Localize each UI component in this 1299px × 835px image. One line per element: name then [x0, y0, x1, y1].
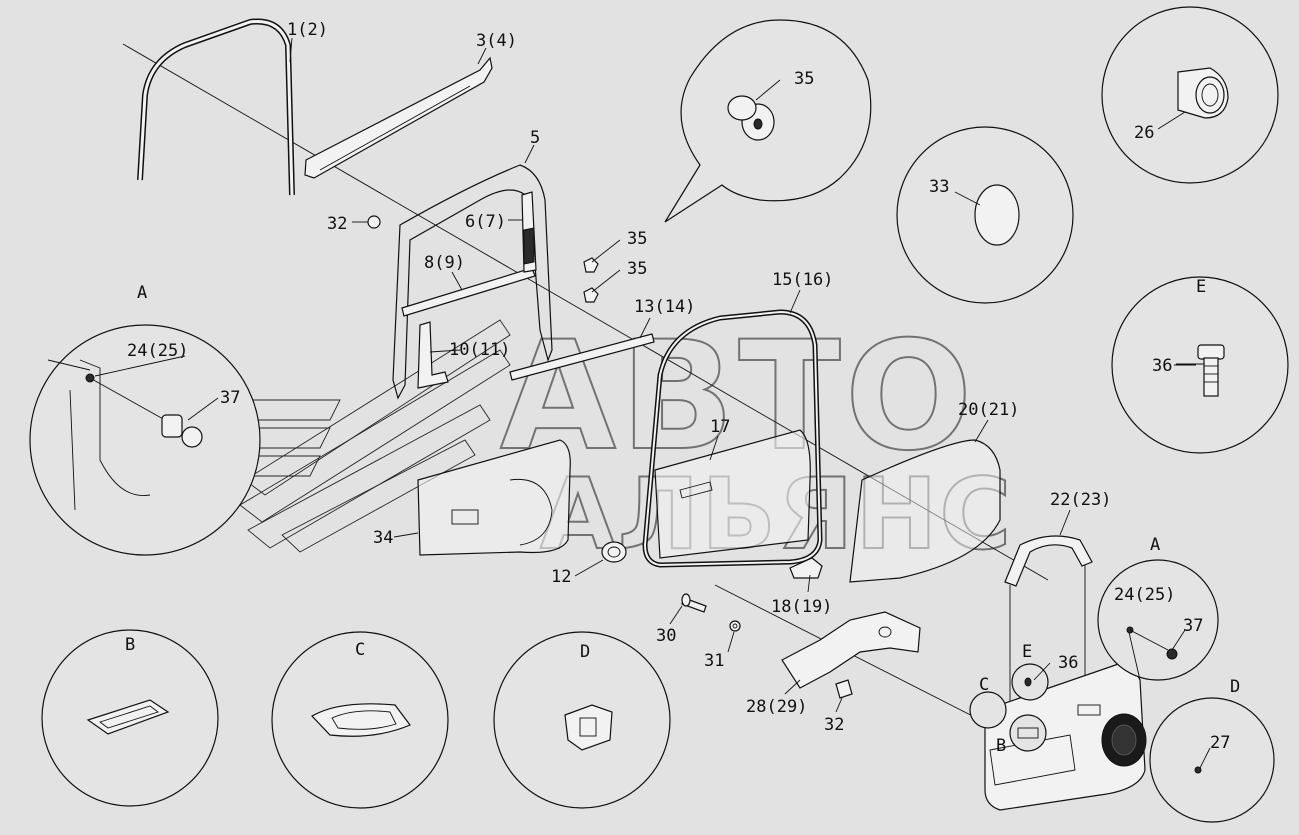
detail-circle-D-right [1149, 697, 1275, 823]
callout-13: 13(14) [634, 297, 695, 317]
callout-36-circle: 36 [1152, 356, 1172, 376]
view-label-E-door: E [1022, 642, 1032, 662]
callout-24-left: 24(25) [127, 341, 188, 361]
view-label-A-left: A [137, 283, 147, 303]
callout-32-bottom: 32 [824, 715, 844, 735]
part-bracket-18 [789, 557, 823, 579]
callout-37-left: 37 [220, 388, 240, 408]
part-glass-channel [521, 191, 537, 273]
callout-15: 15(16) [772, 270, 833, 290]
clip-35-drawing [727, 95, 775, 141]
callout-30: 30 [656, 626, 676, 646]
part-grommet-12 [601, 541, 627, 563]
part-screw-30 [681, 593, 707, 613]
callout-labels: 1(2) 3(4) 5 6(7) 32 35 35 8(9) 10(11) 13… [127, 20, 1230, 753]
callout-35-bubble: 35 [794, 69, 814, 89]
callout-22: 22(23) [1050, 490, 1111, 510]
part-inner-sheet [654, 429, 811, 559]
callout-6: 6(7) [465, 212, 506, 232]
detail-circle-E-right [1111, 276, 1289, 454]
view-label-D-right: D [1230, 677, 1240, 697]
callout-35-lower: 35 [627, 259, 647, 279]
detail-circle-E-small [1011, 663, 1049, 701]
callout-12: 12 [551, 567, 571, 587]
part-opening-seal [642, 309, 823, 568]
callout-37-right: 37 [1183, 616, 1203, 636]
detail-circle-B-left [41, 629, 219, 807]
detail-circle-33 [896, 126, 1074, 304]
callout-1: 1(2) [287, 20, 328, 40]
callout-24-right: 24(25) [1114, 585, 1175, 605]
part-door-frame-seal [137, 18, 295, 196]
part-trim-board [417, 439, 571, 556]
leader-lines [94, 37, 1211, 769]
detail-circle-A-left [29, 324, 261, 556]
detail-circle-26 [1101, 6, 1279, 184]
view-label-C-door: C [979, 675, 989, 695]
callout-36-door: 36 [1058, 653, 1078, 673]
part-trim-28 [781, 611, 921, 689]
callout-33: 33 [929, 177, 949, 197]
view-labels: A B C D E A D E C B [125, 277, 1240, 756]
part-clip-32-top [367, 215, 381, 229]
part-door-trim-assembly [984, 659, 1147, 811]
detail-circle-D-left [493, 631, 671, 809]
detail-bubble-35 [664, 19, 872, 223]
clip-37-drawing [161, 414, 203, 448]
view-label-B-left: B [125, 635, 135, 655]
callout-5: 5 [530, 128, 540, 148]
part-grab-handle [1004, 535, 1093, 587]
callout-27: 27 [1210, 733, 1230, 753]
detail-circle-B-small [1009, 714, 1047, 752]
callout-26: 26 [1134, 123, 1154, 143]
callout-32-top: 32 [327, 214, 347, 234]
part-nut-35-lower [583, 287, 599, 303]
part-channel-lower [417, 321, 449, 389]
callout-3: 3(4) [476, 31, 517, 51]
detail-circle-C-small [969, 691, 1007, 729]
callout-28: 28(29) [746, 697, 807, 717]
view-label-D-left: D [580, 642, 590, 662]
part-clip-32 [835, 679, 853, 699]
part-door-glass [392, 164, 553, 400]
callout-10: 10(11) [449, 340, 510, 360]
callout-18: 18(19) [771, 597, 832, 617]
part-belt-moulding [509, 333, 655, 381]
watermark-chevrons [211, 319, 511, 553]
detail-circle-C-left [271, 631, 449, 809]
bolt-36-drawing [1197, 344, 1225, 397]
part-quarter-glass [849, 439, 1001, 583]
part-washer-31 [729, 620, 741, 632]
part-upper-strip [304, 56, 493, 179]
part-nut-35-upper [583, 257, 599, 273]
callout-34: 34 [373, 528, 393, 548]
view-label-C-left: C [355, 640, 365, 660]
callout-8: 8(9) [424, 253, 465, 273]
detail-circle-A-right [1097, 559, 1219, 681]
view-label-E-right: E [1196, 277, 1206, 297]
callout-35-upper: 35 [627, 229, 647, 249]
callout-20: 20(21) [958, 400, 1019, 420]
view-label-A-right: A [1150, 535, 1160, 555]
callout-31: 31 [704, 651, 724, 671]
view-label-B-door: B [996, 736, 1006, 756]
callout-17: 17 [710, 417, 730, 437]
